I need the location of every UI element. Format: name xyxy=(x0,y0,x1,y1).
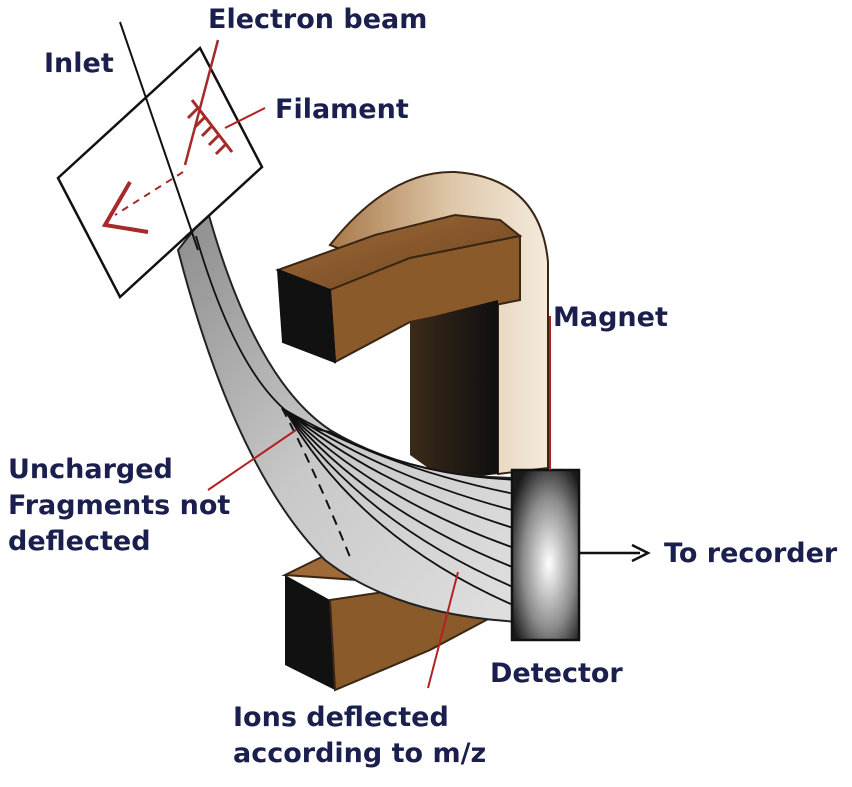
ionization-chamber xyxy=(56,21,264,300)
label-ions-deflected: Ions deflected according to m/z xyxy=(233,700,486,772)
chevron-left-icon xyxy=(101,180,149,234)
label-magnet: Magnet xyxy=(553,302,668,333)
label-ions-line-2: according to m/z xyxy=(233,738,487,769)
detector-block xyxy=(510,468,581,642)
label-uncharged-line-2: Fragments not xyxy=(8,490,231,521)
label-filament: Filament xyxy=(275,94,409,125)
label-electron-beam: Electron beam xyxy=(208,4,428,35)
label-detector: Detector xyxy=(490,658,623,689)
label-inlet: Inlet xyxy=(44,48,114,79)
pointer-lines xyxy=(207,107,551,689)
label-uncharged-line-3: deflected xyxy=(8,526,151,557)
arrow-right-icon xyxy=(579,543,651,563)
label-uncharged-fragments: Uncharged Fragments not deflected xyxy=(8,452,230,560)
ion-paths xyxy=(195,235,521,609)
magnet-upper xyxy=(275,170,549,480)
label-uncharged-line-1: Uncharged xyxy=(8,454,173,485)
label-ions-line-1: Ions deflected xyxy=(233,702,449,733)
label-to-recorder: To recorder xyxy=(664,538,838,569)
